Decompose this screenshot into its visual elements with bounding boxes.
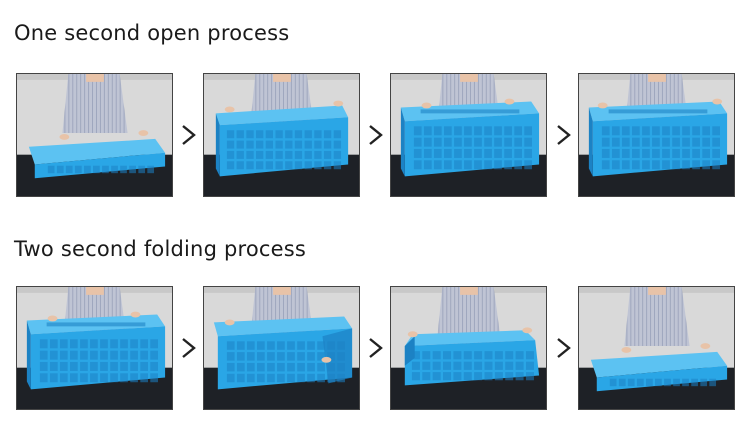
section-title-open: One second open process bbox=[14, 21, 290, 45]
chevron-right-icon bbox=[368, 124, 384, 146]
crate-illustration bbox=[204, 74, 359, 196]
crate-illustration bbox=[17, 74, 172, 196]
chevron-right-icon bbox=[556, 124, 572, 146]
crate-illustration bbox=[579, 74, 734, 196]
step-photo-walls-raising bbox=[203, 73, 360, 197]
chevron-right-icon bbox=[556, 337, 572, 359]
step-photo-end-walls-folding bbox=[390, 286, 547, 410]
section-title-fold: Two second folding process bbox=[14, 237, 307, 261]
step-photo-opened bbox=[390, 73, 547, 197]
step-photo-folded-flat bbox=[578, 286, 735, 410]
crate-illustration bbox=[204, 287, 359, 409]
step-photo-opened bbox=[16, 286, 173, 410]
step-photo-side-walls-folding bbox=[203, 286, 360, 410]
crate-illustration bbox=[17, 287, 172, 409]
crate-illustration bbox=[579, 287, 734, 409]
chevron-right-icon bbox=[181, 124, 197, 146]
step-photo-folded-flat bbox=[16, 73, 173, 197]
step-photo-opened-locked bbox=[578, 73, 735, 197]
chevron-right-icon bbox=[181, 337, 197, 359]
chevron-right-icon bbox=[368, 337, 384, 359]
crate-illustration bbox=[391, 74, 546, 196]
crate-illustration bbox=[391, 287, 546, 409]
